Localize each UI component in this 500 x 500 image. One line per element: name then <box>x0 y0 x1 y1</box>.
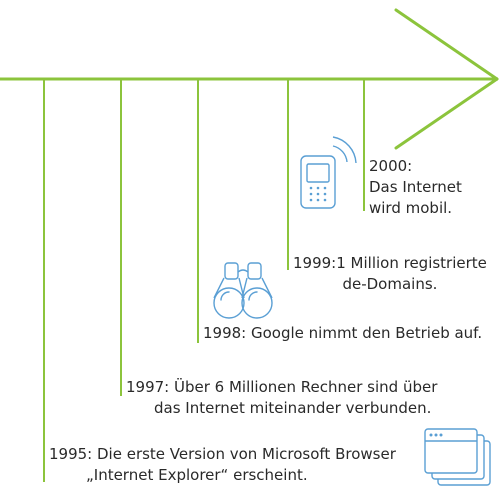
arrow-head-upper <box>394 8 499 81</box>
event-2000-line3: wird mobil. <box>369 199 453 217</box>
event-1995-line1: 1995: Die erste Version von Microsoft Br… <box>49 445 396 463</box>
event-1999-line2: de-Domains. <box>342 275 438 293</box>
event-2000-line1: 2000: <box>369 157 413 175</box>
arrow-head-lower <box>394 77 499 150</box>
event-1998-line1: 1998: Google nimmt den Betrieb auf. <box>203 324 483 342</box>
event-2000-line2: Das Internet <box>369 178 462 196</box>
event-label-1999: 1999:1 Million registrierte de-Domains. <box>293 253 487 295</box>
event-1997-line2: das Internet miteinander verbunden. <box>154 399 432 417</box>
binoculars-icon <box>213 262 273 319</box>
event-1999-line1: 1999:1 Million registrierte <box>293 254 487 272</box>
event-label-1997: 1997: Über 6 Millionen Rechner sind über… <box>126 377 437 419</box>
event-1995-line2: „Internet Explorer“ erscheint. <box>86 466 308 484</box>
event-label-1998: 1998: Google nimmt den Betrieb auf. <box>203 323 482 344</box>
event-1997-line1: 1997: Über 6 Millionen Rechner sind über <box>126 378 438 396</box>
mobile-phone-icon <box>300 136 357 209</box>
event-label-1995: 1995: Die erste Version von Microsoft Br… <box>49 444 396 486</box>
event-label-2000: 2000: Das Internet wird mobil. <box>369 156 462 219</box>
browser-windows-icon <box>424 428 491 486</box>
